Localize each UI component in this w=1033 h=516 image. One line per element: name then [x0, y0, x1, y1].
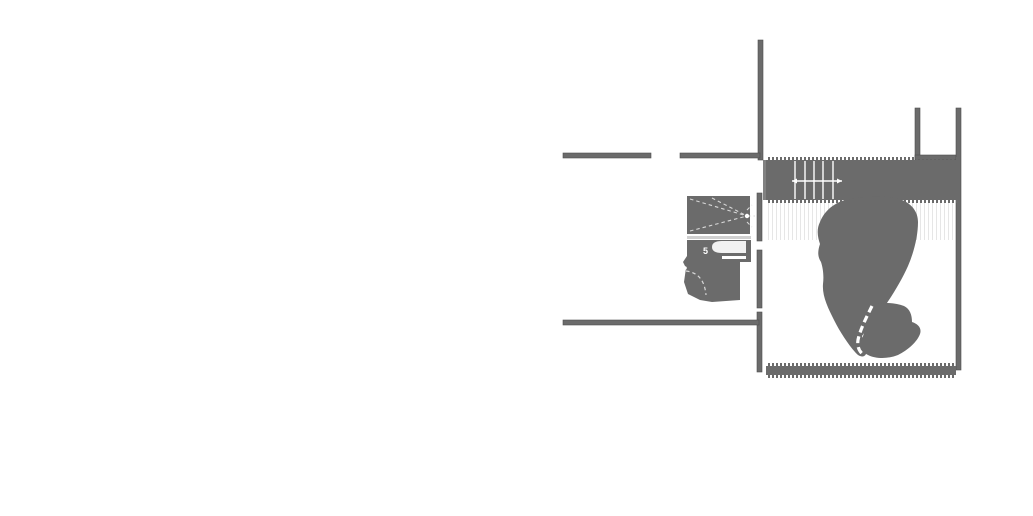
fixture-bar-icon: [722, 256, 746, 259]
room-divider-wall: [687, 236, 751, 239]
fan-vertex-node-icon: [744, 213, 750, 219]
upper-vertical-wall: [757, 39, 764, 161]
right-inner-vertical-wall: [914, 107, 921, 161]
threshold-tooth-edge-bottom: [766, 375, 956, 378]
secondary-organic-poche: [861, 302, 921, 358]
dimension-arrowhead-right-icon: [837, 178, 842, 184]
blob-shape-group: [817, 196, 921, 358]
upper-mid-horizontal-wall: [679, 152, 761, 159]
upper-left-horizontal-wall: [562, 152, 652, 159]
room-tag-label: 5: [703, 246, 708, 256]
dashed-fan-lines: [689, 197, 755, 232]
fixture-cutout-icon: [712, 241, 746, 253]
band-tooth-edge-top: [766, 157, 958, 160]
bottom-threshold-band: [766, 363, 956, 378]
dimension-arrowhead-left-icon: [792, 178, 797, 184]
threshold-tooth-edge-top: [766, 363, 956, 366]
dashed-door-swing-arc: [685, 270, 707, 296]
dimension-arrow-group: [792, 161, 842, 199]
hinge-node-icon: [683, 266, 687, 270]
bottom-left-horizontal-wall: [562, 319, 760, 326]
main-organic-poche: [817, 196, 918, 357]
lower-room-poche: [683, 240, 751, 302]
inner-vertical-wall-upper: [756, 192, 763, 242]
inner-vertical-wall-mid: [756, 249, 763, 309]
upper-small-room: [687, 196, 755, 234]
right-outer-vertical-wall: [955, 107, 962, 371]
top-dimension-band: [763, 157, 958, 203]
lower-room-with-tag: 5: [683, 240, 751, 302]
band-tooth-edge-left: [763, 160, 766, 200]
poche-separation-gap: [856, 305, 874, 357]
inner-vertical-wall-lower: [756, 311, 763, 373]
